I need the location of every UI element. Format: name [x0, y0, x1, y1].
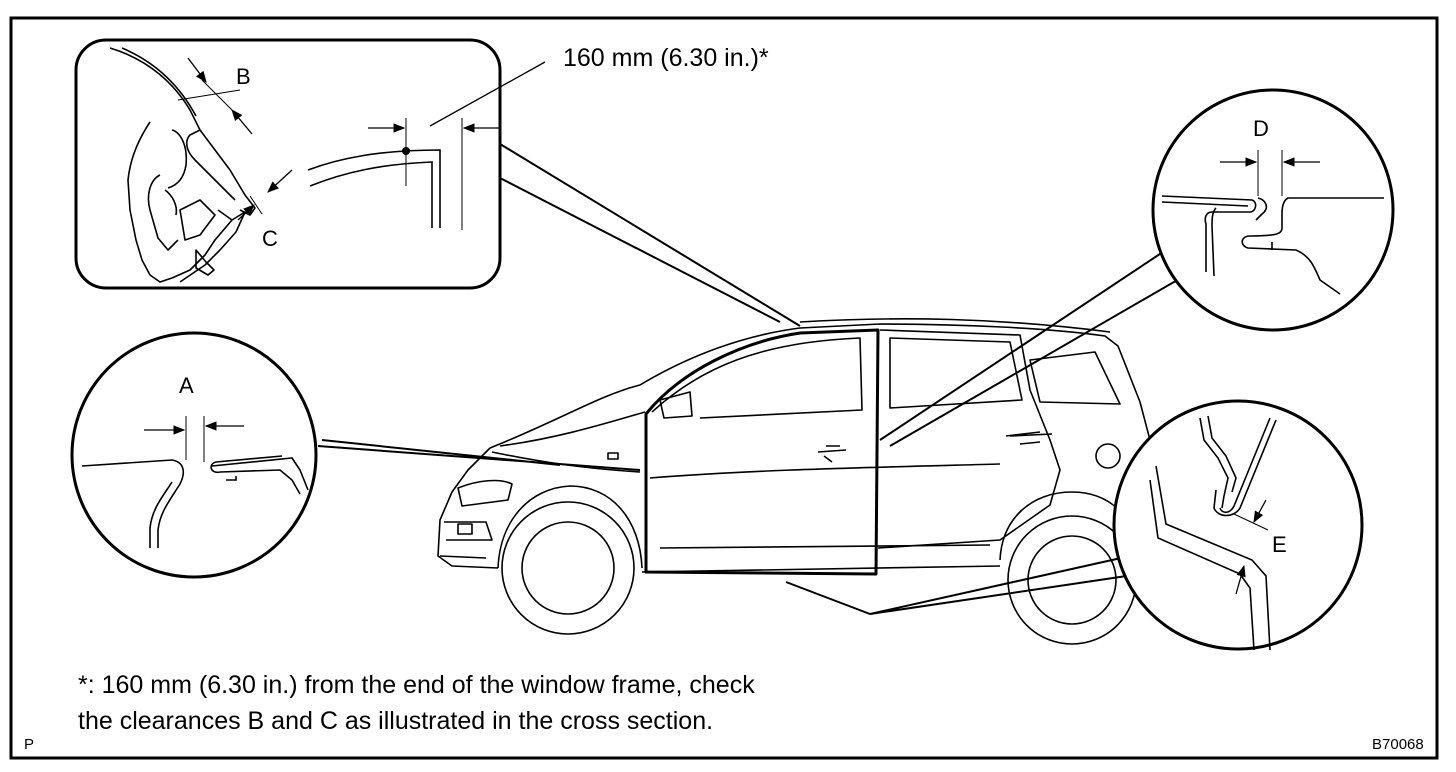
vehicle-outline	[437, 318, 1159, 645]
label-b: B	[236, 64, 251, 89]
figure-code: B70068	[1372, 736, 1424, 753]
cross-section-box-b-c: B C	[74, 38, 801, 327]
detail-circle-a: A	[70, 331, 641, 579]
figure-border	[9, 16, 1439, 760]
footnote-line-2: the clearances B and C as illustrated in…	[78, 707, 714, 735]
detail-circle-e: E	[785, 399, 1364, 651]
label-d: D	[1253, 116, 1269, 141]
label-a: A	[179, 373, 194, 398]
detail-circle-d: D	[879, 88, 1395, 447]
window-frame-dimension-label: 160 mm (6.30 in.)*	[563, 44, 769, 72]
label-c: C	[262, 226, 278, 251]
page-marker: P	[24, 736, 35, 753]
label-e: E	[1272, 532, 1287, 557]
footnote-line-1: *: 160 mm (6.30 in.) from the end of the…	[78, 671, 755, 699]
